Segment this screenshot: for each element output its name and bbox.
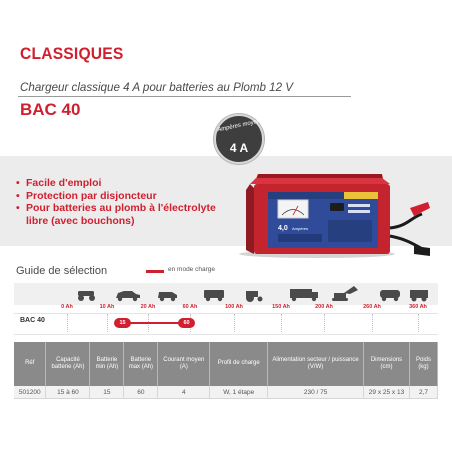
col-header: Profil de charge [209, 342, 269, 386]
van-icon [204, 290, 224, 302]
table-cell: 60 [123, 386, 159, 399]
table-header-row: Réf Capacité batterie (Ah) Batterie min … [14, 342, 439, 386]
excavator-icon [332, 286, 358, 301]
lorry-icon [380, 290, 400, 302]
col-header: Dimensions (cm) [363, 342, 410, 386]
feature-item: Pour batteries au plomb à l'électrolyte … [16, 202, 226, 227]
guide-row-label: BAC 40 [20, 317, 45, 324]
grid-line [324, 314, 325, 332]
grid-line [418, 314, 419, 332]
legend-label: en mode charge [168, 266, 215, 273]
grid-line [107, 314, 108, 332]
harvester-icon [410, 290, 428, 302]
feature-item: Protection par disjoncteur [16, 190, 226, 203]
col-header: Capacité batterie (Ah) [45, 342, 91, 386]
badge-value: 4 A [229, 141, 249, 155]
table-cell: 230 / 75 [267, 386, 365, 399]
feature-item: Facile d'emploi [16, 177, 226, 190]
feature-list: Facile d'emploi Protection par disjoncte… [16, 177, 226, 227]
tick-label: 200 Ah [315, 304, 333, 310]
grid-line [234, 314, 235, 332]
tick-label: 20 Ah [140, 304, 156, 310]
col-header: Réf [14, 342, 47, 386]
range-min-badge: 15 [114, 318, 131, 328]
col-header: Poids (kg) [409, 342, 439, 386]
charger-image: 4,0 Ampères [239, 174, 430, 258]
tick-label: 150 Ah [272, 304, 290, 310]
vehicle-icons [78, 286, 428, 302]
brand-title: CLASSIQUES [20, 44, 124, 63]
guide-row [14, 313, 438, 335]
tick-label: 0 Ah [61, 304, 73, 310]
suv-icon [158, 292, 177, 302]
product-subtitle: Chargeur classique 4 A pour batteries au… [20, 81, 294, 94]
tick-label: 60 Ah [182, 304, 198, 310]
legend-line [146, 270, 164, 273]
col-header: Courant moyen (A) [157, 342, 211, 386]
truck-icon [290, 289, 318, 302]
badge-caption: Ampères moyen [216, 118, 261, 134]
range-max-badge: 60 [178, 318, 195, 328]
grid-line [67, 314, 68, 332]
col-header: Batterie max (Ah) [123, 342, 159, 386]
table-cell: 15 à 60 [45, 386, 91, 399]
spec-table: Réf Capacité batterie (Ah) Batterie min … [14, 342, 439, 399]
guide-title: Guide de sélection [16, 265, 108, 277]
panel-current: 4,0 [278, 225, 288, 232]
panel-unit: Ampères [292, 226, 308, 231]
divider [18, 96, 351, 97]
table-row: 501200 15 à 60 15 60 4 W, 1 étape 230 / … [14, 386, 439, 399]
grid-line [372, 314, 373, 332]
quad-icon [78, 291, 95, 301]
table-cell: W, 1 étape [209, 386, 269, 399]
tick-label: 260 Ah [363, 304, 381, 310]
model-title: BAC 40 [20, 100, 81, 119]
col-header: Batterie min (Ah) [89, 342, 125, 386]
tick-label: 10 Ah [99, 304, 115, 310]
tick-label: 360 Ah [409, 304, 427, 310]
table-cell: 15 [89, 386, 125, 399]
tick-label: 100 Ah [225, 304, 243, 310]
col-header: Alimentation secteur / puissance (V/W) [267, 342, 365, 386]
table-cell: 29 x 25 x 13 [363, 386, 410, 399]
table-cell: 501200 [14, 386, 47, 399]
amperage-badge: Ampères moyen 4 A [214, 114, 264, 164]
table-cell: 4 [157, 386, 211, 399]
car-icon [116, 291, 140, 302]
grid-line [281, 314, 282, 332]
tractor-icon [246, 291, 263, 302]
capacity-range-bar [122, 322, 188, 324]
table-cell: 2,7 [409, 386, 439, 399]
